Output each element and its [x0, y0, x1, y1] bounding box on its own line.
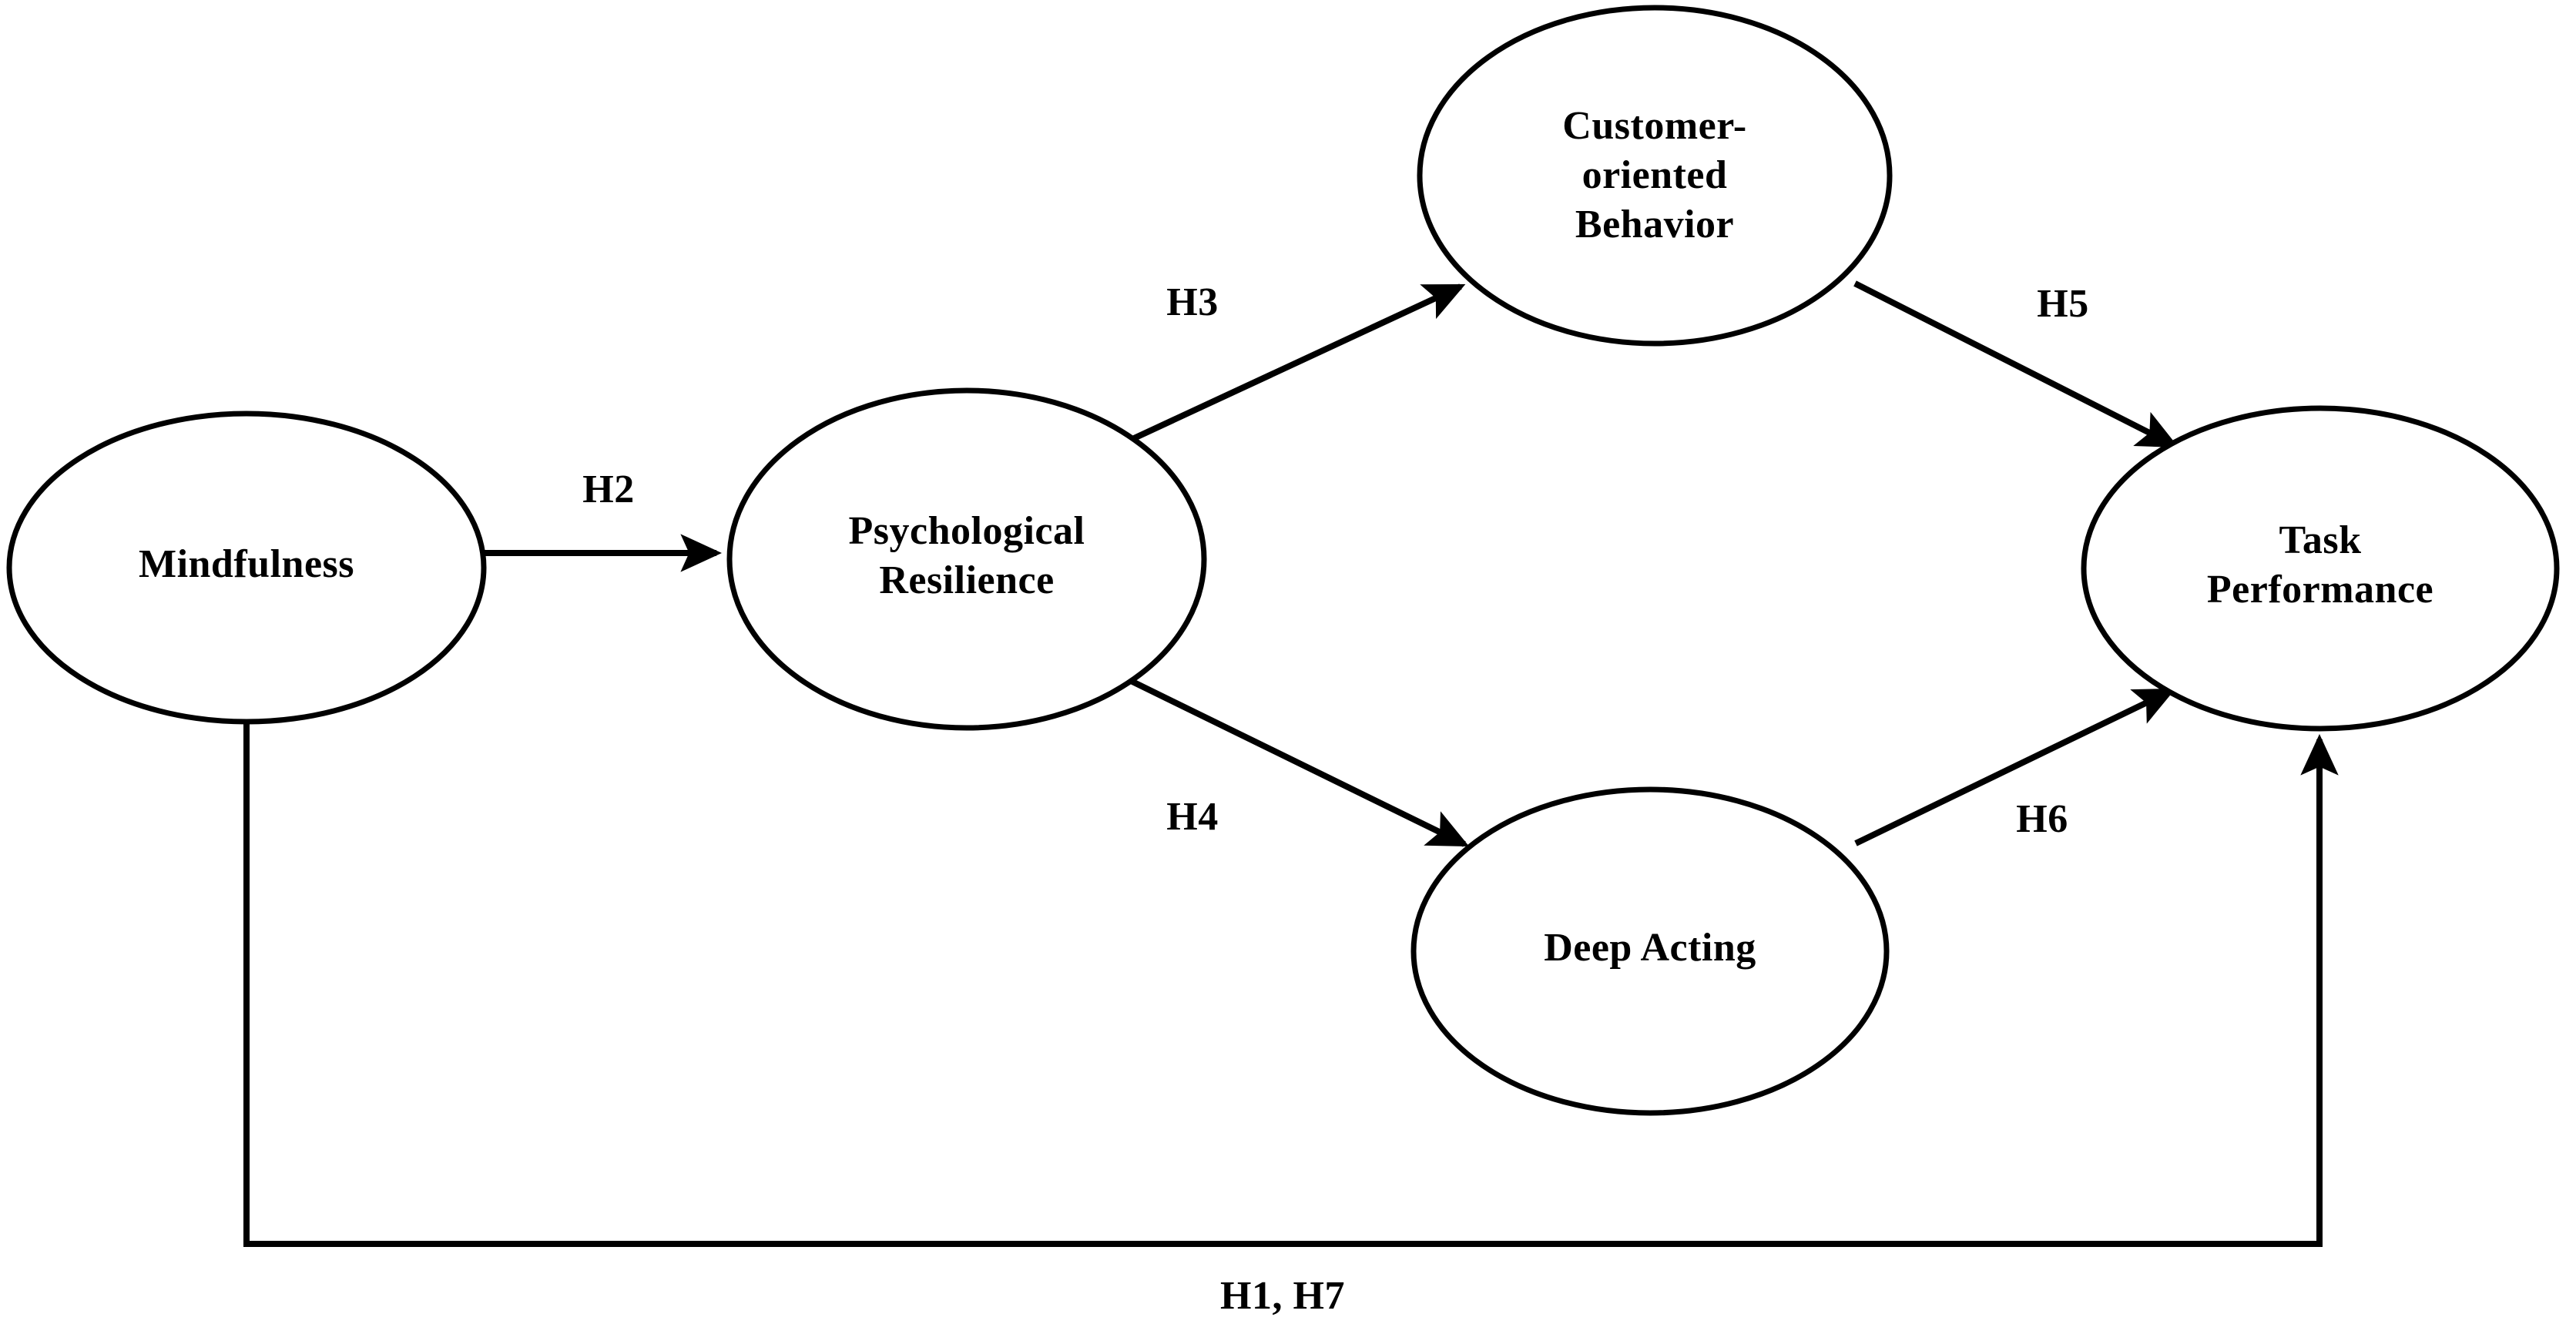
- node-deep-acting-shape[interactable]: [1410, 786, 1890, 1116]
- edge-h6: [1854, 688, 2176, 846]
- edge-label-h3: H3: [1166, 280, 1218, 324]
- node-task-performance-label-line-1: Task: [2279, 518, 2361, 562]
- node-task-performance-label-line-2: Performance: [2207, 568, 2433, 612]
- node-mindfulness-label-line-1: Mindfulness: [139, 542, 354, 586]
- node-deep-acting-label-line-1: Deep Acting: [1544, 926, 1756, 970]
- edge-label-h5: H5: [2037, 282, 2088, 326]
- edge-h6-path: [1854, 688, 2176, 846]
- node-psychological-resilience-shape[interactable]: [726, 387, 1207, 731]
- node-task-performance-shape[interactable]: [2081, 405, 2560, 732]
- edge-label-h4: H4: [1166, 795, 1218, 839]
- node-task-performance[interactable]: Task Performance: [2081, 405, 2560, 732]
- edge-h5: [1853, 280, 2179, 448]
- edge-label-h1-h7: H1, H7: [1220, 1274, 1345, 1318]
- edge-h4: [1129, 678, 1470, 847]
- node-psychological-resilience[interactable]: Psychological Resilience: [726, 387, 1207, 731]
- node-psychological-resilience-label-line-1: Psychological: [849, 509, 1085, 553]
- edge-label-h2: H2: [582, 468, 634, 511]
- node-psychological-resilience-label-line-2: Resilience: [879, 558, 1054, 602]
- edge-h3-path: [1131, 283, 1466, 442]
- edge-h5-path: [1853, 280, 2179, 448]
- node-deep-acting[interactable]: Deep Acting: [1410, 786, 1890, 1116]
- node-customer-oriented-behavior-label-line-1: Customer-: [1562, 104, 1746, 148]
- node-customer-oriented-behavior[interactable]: Customer- oriented Behavior: [1417, 5, 1893, 347]
- node-customer-oriented-behavior-label-line-2: oriented: [1582, 153, 1728, 197]
- edge-h1-h7-path: [243, 722, 2339, 1247]
- node-mindfulness[interactable]: Mindfulness: [6, 411, 487, 725]
- node-mindfulness-shape[interactable]: [6, 411, 487, 725]
- edge-label-h6: H6: [2016, 797, 2068, 841]
- node-customer-oriented-behavior-shape[interactable]: [1417, 5, 1893, 347]
- edge-h3: [1131, 283, 1466, 442]
- edge-h1-h7: [243, 722, 2339, 1247]
- edge-h4-path: [1129, 678, 1470, 847]
- node-customer-oriented-behavior-label-line-3: Behavior: [1575, 203, 1734, 246]
